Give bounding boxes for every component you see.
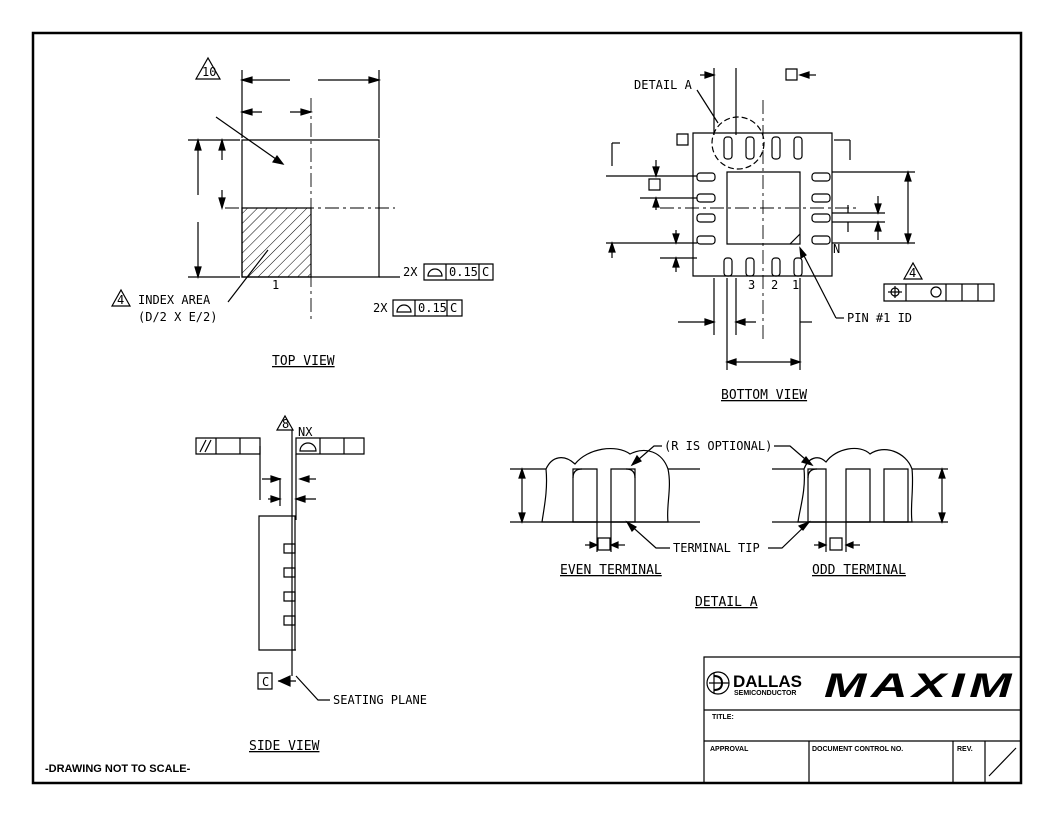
bottom-view: DETAIL A <box>606 68 994 403</box>
pin-1-label: 1 <box>272 278 279 292</box>
side-terminals <box>284 544 295 625</box>
side-view-title: SIDE VIEW <box>249 739 320 754</box>
callout-4-number: 4 <box>117 293 124 307</box>
sheet-border <box>33 33 1021 783</box>
callout-4-triangle <box>904 263 922 279</box>
position-icon <box>888 286 902 298</box>
detail-a-title: DETAIL A <box>695 595 758 610</box>
package-outline <box>693 133 832 276</box>
callout-10-number: 10 <box>202 65 216 79</box>
even-terminal-label: EVEN TERMINAL <box>560 563 662 578</box>
exposed-pad <box>727 172 800 244</box>
nx-label: NX <box>298 425 313 439</box>
dimension-box <box>677 134 688 145</box>
callout-8-triangle <box>277 416 293 430</box>
dimension-box <box>830 538 842 550</box>
dallas-logo-icon <box>707 672 729 694</box>
tol-right-value: 0.15 <box>449 265 478 279</box>
bottom-view-title: BOTTOM VIEW <box>721 388 807 403</box>
pin-3-label: 3 <box>748 278 755 292</box>
brand-dallas: DALLAS <box>733 672 802 691</box>
top-view: 10 1 4 INDEX AREA (D/2 X E/2) 2X 0.15 C … <box>112 58 493 369</box>
left-pins <box>697 173 715 244</box>
surface-profile-icon <box>300 443 316 451</box>
rev-label: REV. <box>957 746 973 753</box>
doc-control-label: DOCUMENT CONTROL NO. <box>812 746 903 753</box>
dimension-box <box>598 538 610 550</box>
surface-profile-icon <box>428 269 442 276</box>
seating-plane-label: SEATING PLANE <box>333 693 427 707</box>
surface-profile-icon <box>397 305 411 312</box>
title-label: TITLE: <box>712 714 734 721</box>
datum-c-label: C <box>262 675 269 689</box>
title-block: DALLAS SEMICONDUCTOR MAXIM TITLE: APPROV… <box>704 657 1021 783</box>
bottom-pins <box>724 258 802 276</box>
package-body <box>259 516 295 650</box>
top-pins <box>724 137 802 159</box>
callout-8-number: 8 <box>282 417 289 431</box>
brand-semiconductor: SEMICONDUCTOR <box>734 690 796 697</box>
diameter-circle-icon <box>931 287 941 297</box>
side-view: 8 NX C SEATING PLANE SIDE VIEW <box>196 416 427 754</box>
index-area-size: (D/2 X E/2) <box>138 310 217 324</box>
index-area-label: INDEX AREA <box>138 293 211 307</box>
callout-10-triangle <box>196 58 220 79</box>
parallelism-icon <box>200 440 211 452</box>
tol-right-datum: C <box>482 265 489 279</box>
approval-label: APPROVAL <box>710 746 749 753</box>
dimension-box <box>786 69 797 80</box>
right-pins <box>812 173 830 244</box>
callout-4-triangle <box>112 290 130 306</box>
dimension-box <box>649 179 660 190</box>
not-to-scale-note: -DRAWING NOT TO SCALE- <box>45 763 191 775</box>
odd-terminal-label: ODD TERMINAL <box>812 563 906 578</box>
detail-a-label: DETAIL A <box>634 78 693 92</box>
pin-1-label: 1 <box>792 278 799 292</box>
terminal-tip-label: TERMINAL TIP <box>673 541 760 555</box>
brand-maxim: MAXIM <box>824 667 1016 705</box>
pin-2-label: 2 <box>771 278 778 292</box>
odd-terminal-detail: ODD TERMINAL <box>772 448 948 578</box>
tol-bottom-value: 0.15 <box>418 301 447 315</box>
tol-bottom-mult: 2X <box>373 301 388 315</box>
pin1-id-label: PIN #1 ID <box>847 311 912 325</box>
detail-a-circle <box>712 117 764 169</box>
tol-bottom-datum: C <box>450 301 457 315</box>
pin-n-label: N <box>833 242 840 256</box>
callout-4-number: 4 <box>909 266 916 280</box>
tol-right-mult: 2X <box>403 265 418 279</box>
even-terminal-detail: EVEN TERMINAL <box>510 449 700 578</box>
top-view-title: TOP VIEW <box>272 354 335 369</box>
index-area-hatch <box>242 208 311 277</box>
r-optional-label: (R IS OPTIONAL) <box>664 439 772 453</box>
detail-a: EVEN TERMINAL ODD TERMINAL <box>510 439 948 610</box>
